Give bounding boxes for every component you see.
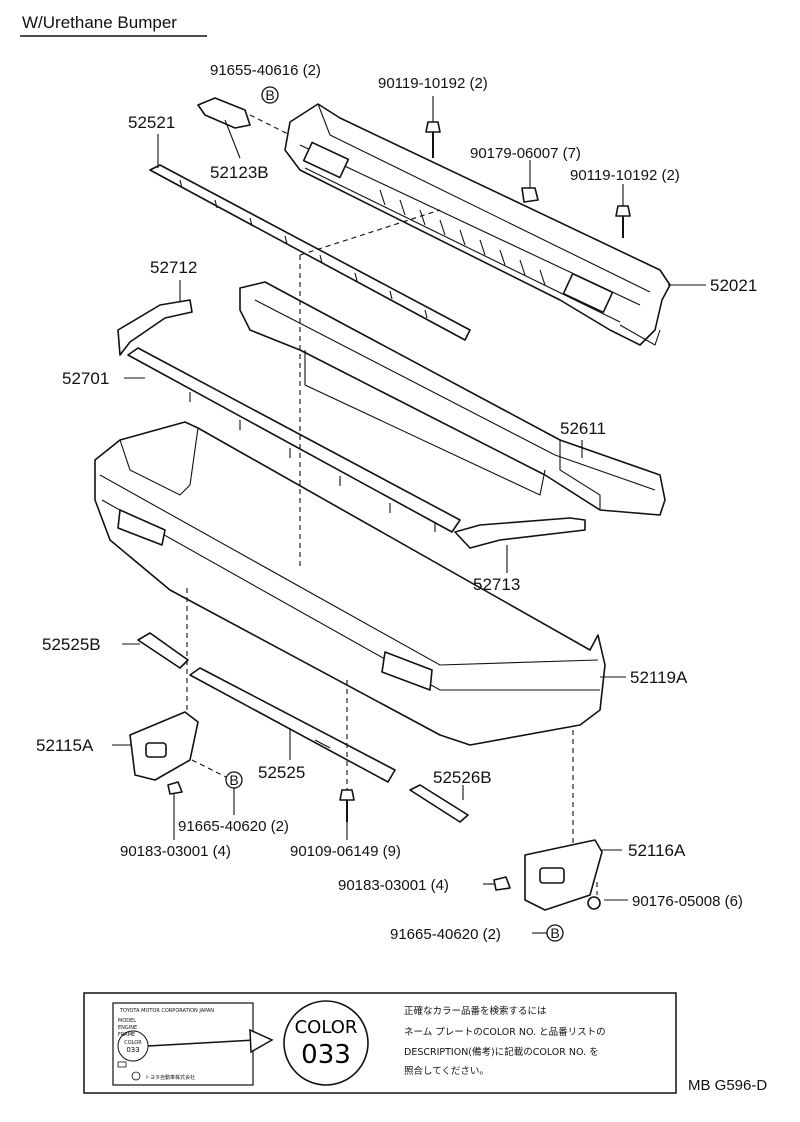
svg-text:COLOR: COLOR: [295, 1017, 358, 1038]
label-90176-05008: 90176-05008 (6): [632, 893, 743, 910]
label-91655-40616: 91655-40616 (2): [210, 62, 321, 79]
label-52021: 52021: [710, 276, 757, 295]
svg-text:DESCRIPTION(備考)に記載のCOLOR NO. を: DESCRIPTION(備考)に記載のCOLOR NO. を: [404, 1046, 599, 1058]
label-52712: 52712: [150, 258, 197, 277]
label-52123b: 52123B: [210, 163, 269, 182]
label-91665-40620-b: 91665-40620 (2): [390, 926, 501, 943]
label-52521: 52521: [128, 113, 175, 132]
svg-text:B: B: [550, 925, 559, 941]
svg-text:B: B: [265, 87, 274, 103]
leader-lines: [112, 88, 706, 934]
label-90119-10192-a: 90119-10192 (2): [378, 75, 488, 92]
bolt-90119-10192-right: [615, 205, 631, 238]
svg-text:033: 033: [126, 1046, 139, 1054]
svg-text:B: B: [229, 772, 238, 788]
bracket-52115a: [129, 711, 199, 781]
svg-text:照合してください。: 照合してください。: [404, 1065, 489, 1077]
label-52713: 52713: [473, 575, 520, 594]
svg-text:ネーム プレートのCOLOR NO. と品番リストの: ネーム プレートのCOLOR NO. と品番リストの: [404, 1026, 606, 1038]
svg-text:FRAME: FRAME: [118, 1032, 135, 1038]
nut-90176-05008: [587, 896, 601, 910]
label-90109-06149: 90109-06149 (9): [290, 843, 401, 860]
bolt-90109-06149: [339, 789, 355, 822]
label-90119-10192-b: 90119-10192 (2): [570, 167, 680, 184]
assembly-lines: [186, 114, 598, 895]
label-52525b: 52525B: [42, 635, 101, 654]
label-90183-03001-a: 90183-03001 (4): [120, 843, 231, 860]
svg-text:033: 033: [301, 1040, 351, 1070]
label-52115a: 52115A: [36, 736, 94, 755]
bracket-52116a: [524, 839, 603, 911]
bolt-90119-10192-top: [425, 121, 441, 158]
color-info-box: TOYOTA MOTOR CORPORATION JAPAN MODEL ENG…: [83, 992, 677, 1094]
arrow-head-icon: [249, 1028, 274, 1054]
clip-90183-03001-right: [493, 876, 511, 891]
upper-cover-52611: [239, 281, 666, 516]
retainer-52521: [149, 164, 471, 341]
drawing-code: MB G596-D: [688, 1077, 767, 1094]
arrow-line: [147, 1039, 256, 1047]
label-52525: 52525: [258, 763, 305, 782]
svg-text:正確なカラー品番を検索するには: 正確なカラー品番を検索するには: [404, 1005, 547, 1017]
svg-text:MODEL: MODEL: [118, 1018, 136, 1024]
svg-text:ENGINE: ENGINE: [118, 1025, 137, 1031]
color-badge: COLOR 033: [283, 1000, 369, 1086]
retainer-52525: [189, 667, 396, 783]
retainer-52525b: [137, 632, 189, 669]
callout-b-top: B: [261, 86, 279, 104]
retainer-52526b: [409, 784, 469, 823]
svg-text:トヨタ自動車株式会社: トヨタ自動車株式会社: [145, 1074, 195, 1081]
callout-b-left: B: [225, 771, 243, 789]
clip-90183-03001-left: [167, 781, 183, 795]
color-note: 正確なカラー品番を検索するには ネーム プレートのCOLOR NO. と品番リス…: [404, 1005, 606, 1077]
label-52119a: 52119A: [630, 668, 688, 687]
label-52526b: 52526B: [433, 768, 492, 787]
bracket-52123b: [197, 97, 251, 129]
label-52611: 52611: [560, 419, 606, 438]
label-90183-03001-b: 90183-03001 (4): [338, 877, 449, 894]
clip-90179-06007: [521, 187, 539, 203]
svg-text:COLOR: COLOR: [124, 1040, 142, 1046]
moulding-52712: [117, 299, 193, 356]
label-52701: 52701: [62, 369, 109, 388]
part-labels: 91655-40616 (2) 90119-10192 (2) 52521 52…: [36, 62, 757, 943]
svg-text:TOYOTA MOTOR CORPORATION JAPAN: TOYOTA MOTOR CORPORATION JAPAN: [119, 1008, 214, 1014]
label-52116a: 52116A: [628, 841, 686, 860]
callout-b-bottom: B: [546, 924, 564, 942]
label-91665-40620-a: 91665-40620 (2): [178, 818, 289, 835]
bumper-cover-52119a: [94, 421, 606, 746]
bumper-reinforcement: [284, 103, 671, 346]
label-90179-06007: 90179-06007 (7): [470, 145, 581, 162]
moulding-52701: [127, 347, 461, 533]
moulding-52713: [454, 517, 586, 549]
diagram-title: W/Urethane Bumper: [22, 13, 177, 32]
